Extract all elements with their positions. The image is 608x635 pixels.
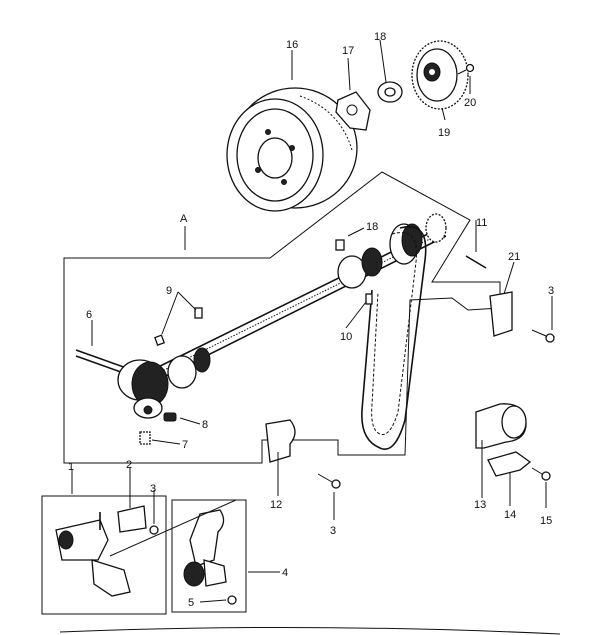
part-16-pulley	[226, 87, 358, 212]
part-11-pin	[465, 255, 487, 269]
part-3-screw-left	[149, 525, 159, 535]
assembly-a-outline	[63, 171, 501, 464]
label-9: 9	[166, 285, 172, 297]
drive-belt	[361, 225, 427, 450]
label-13: 13	[474, 499, 486, 511]
part-3-screw-right	[531, 329, 555, 343]
label-12: 12	[270, 499, 282, 511]
part-7-spring	[139, 431, 151, 445]
label-3-left: 3	[150, 483, 156, 495]
label-7: 7	[182, 439, 188, 451]
part-18-washer	[377, 81, 403, 103]
label-21: 21	[508, 251, 520, 263]
part-15-screw	[531, 467, 551, 481]
label-15: 15	[540, 515, 552, 527]
part-8-screw	[163, 412, 177, 422]
scan-edge-curve	[59, 626, 561, 635]
label-10: 10	[340, 331, 352, 343]
label-8: 8	[202, 419, 208, 431]
label-18-mid: 18	[366, 221, 378, 233]
label-2: 2	[126, 459, 132, 471]
part-12-clamp	[265, 419, 296, 463]
label-1: 1	[68, 461, 74, 473]
part-13-bracket	[475, 403, 527, 449]
label-3-right: 3	[548, 285, 554, 297]
label-3-center: 3	[330, 525, 336, 537]
label-6: 6	[86, 309, 92, 321]
left-hub-assembly	[117, 347, 211, 419]
part-3-screw-center	[317, 473, 341, 489]
sub-assembly-1-parts	[55, 512, 131, 597]
part-5-screw	[227, 595, 237, 605]
sub-assembly-4-box	[171, 499, 247, 613]
label-5: 5	[188, 597, 194, 609]
sub-assembly-1-box	[41, 495, 167, 615]
part-10-pin	[365, 293, 373, 305]
part-9-set-screws	[154, 307, 203, 346]
label-4: 4	[282, 567, 288, 579]
part-21-bracket	[489, 291, 513, 337]
label-19: 19	[438, 127, 450, 139]
part-17-flange	[335, 91, 371, 131]
label-17: 17	[342, 45, 354, 57]
label-18-top: 18	[374, 31, 386, 43]
sub-assembly-4-parts	[183, 509, 227, 587]
label-11: 11	[476, 217, 487, 229]
leader-lines	[71, 39, 553, 603]
part-19-gear	[411, 40, 469, 110]
part-2-plate	[117, 505, 147, 533]
label-14: 14	[504, 509, 516, 521]
label-16: 16	[286, 39, 298, 51]
label-20: 20	[464, 97, 476, 109]
part-20-screw	[457, 63, 475, 75]
part-14-clip	[487, 451, 532, 477]
label-a: A	[180, 213, 188, 225]
right-pulley-assembly	[335, 213, 447, 289]
